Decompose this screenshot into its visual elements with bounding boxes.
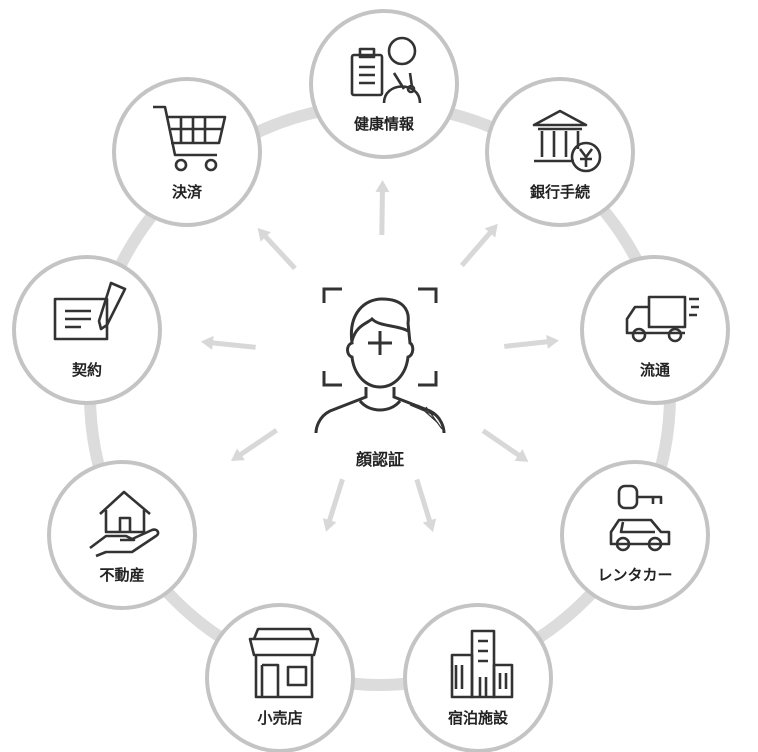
node-label: 契約: [71, 361, 102, 379]
shopping-cart-icon: [153, 105, 227, 172]
node-storefront: 小売店: [205, 603, 355, 752]
face-recognition-icon: [314, 287, 446, 433]
doctor-clipboard-icon: [350, 36, 422, 104]
node-label: 不動産: [99, 566, 145, 584]
bank-yen-icon: [532, 109, 602, 173]
node-label: 健康情報: [353, 115, 414, 133]
arrow-head: [200, 335, 214, 350]
arrow-head: [484, 223, 498, 238]
storefront-icon: [248, 627, 320, 699]
node-label: レンタカー: [597, 566, 673, 584]
arrow-shaft: [459, 228, 495, 268]
center-label: 顔認証: [355, 450, 404, 469]
hotel-building-icon: [450, 629, 514, 699]
arrow-head: [514, 449, 529, 462]
node-label: 銀行手続: [529, 183, 590, 201]
node-label: 宿泊施設: [447, 709, 508, 727]
arrow-shaft: [503, 338, 552, 349]
node-car-key: レンタカー: [560, 460, 710, 610]
node-doctor-clipboard: 健康情報: [309, 9, 459, 159]
arrow-shaft: [481, 428, 524, 460]
center-face-recognition: 顔認証: [300, 278, 460, 478]
arrow-shaft: [414, 478, 434, 526]
arrow-shaft: [379, 187, 385, 236]
node-label: 決済: [171, 183, 202, 201]
arrow-head: [422, 518, 437, 533]
delivery-truck-icon: [625, 295, 699, 343]
node-label: 小売店: [257, 709, 303, 727]
arrow-head: [257, 228, 271, 242]
arrow-shaft: [326, 478, 345, 525]
arrow-head: [375, 180, 390, 193]
arrow-shaft: [236, 428, 278, 459]
node-bank-yen: 銀行手続: [485, 77, 635, 227]
node-contract-pen: 契約: [12, 255, 162, 405]
arrow-head: [322, 518, 337, 532]
node-house-hand: 不動産: [47, 460, 197, 610]
node-delivery-truck: 流通: [580, 255, 730, 405]
arrow-head: [546, 334, 559, 349]
node-shopping-cart: 決済: [112, 77, 262, 227]
car-key-icon: [609, 484, 671, 552]
contract-pen-icon: [53, 281, 127, 341]
house-hand-icon: [89, 490, 160, 558]
node-label: 流通: [639, 361, 670, 379]
arrow-shaft: [208, 339, 256, 350]
node-hotel-building: 宿泊施設: [403, 603, 553, 752]
arrow-shaft: [261, 232, 297, 271]
arrow-head: [231, 448, 245, 462]
